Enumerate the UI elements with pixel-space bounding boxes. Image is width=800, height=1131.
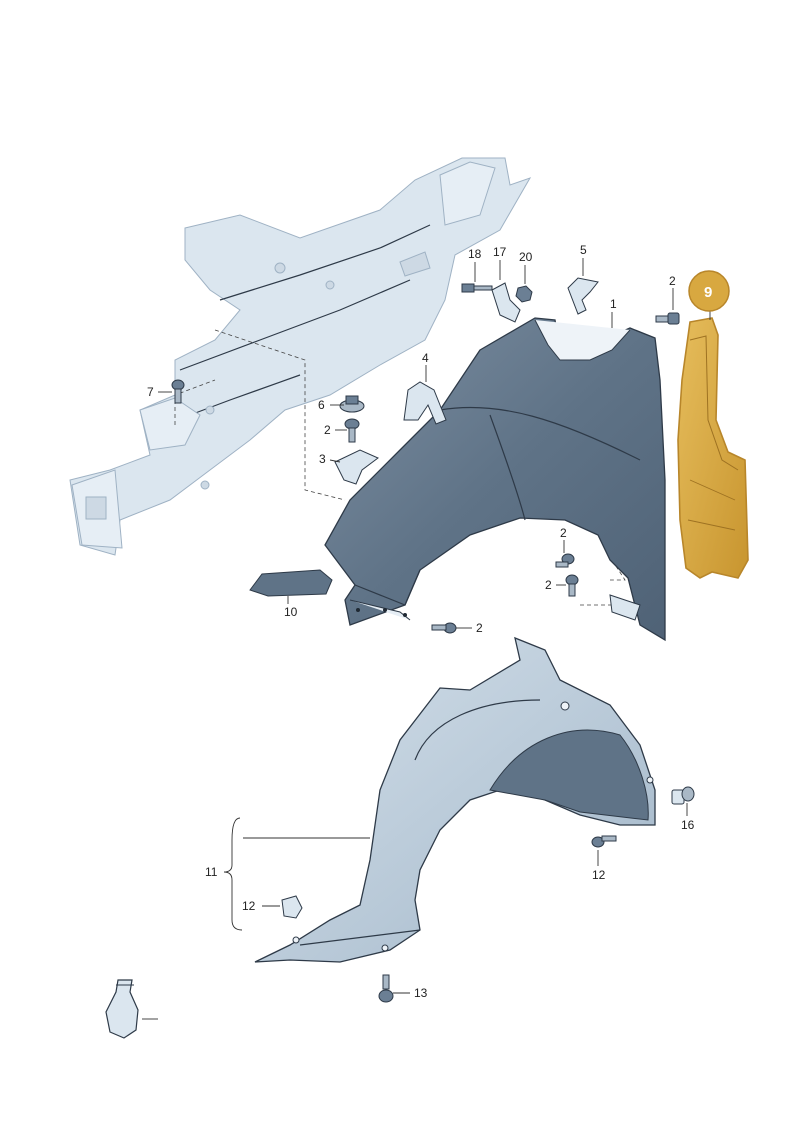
highlight-badge[interactable]	[688, 270, 730, 312]
fender-part	[324, 317, 666, 642]
label-18[interactable]: 20	[519, 250, 533, 264]
bracket-16	[491, 282, 521, 323]
bolt-17	[461, 283, 493, 293]
label-2d[interactable]: 2	[545, 578, 552, 592]
label-1[interactable]: 1	[610, 297, 617, 311]
screw-12-right	[591, 835, 617, 848]
label-8[interactable]: 9	[704, 284, 712, 301]
label-12a[interactable]: 12	[592, 868, 606, 882]
bag-20	[105, 979, 139, 1039]
label-13[interactable]: 16	[681, 818, 695, 832]
wheel-housing-liner-part	[254, 636, 656, 963]
fender-seal-part	[677, 317, 749, 579]
label-9[interactable]: 10	[284, 605, 298, 619]
label-5[interactable]: 5	[580, 243, 587, 257]
bolt-7	[171, 379, 185, 404]
bolt-2-bottom	[431, 622, 457, 634]
label-12b[interactable]: 13	[414, 986, 428, 1000]
bracket-3	[334, 449, 379, 485]
body-frame	[69, 157, 532, 556]
rivet-13	[671, 786, 695, 805]
leader-lines	[142, 258, 711, 1020]
label-4[interactable]: 4	[422, 351, 429, 365]
label-2b[interactable]: 2	[324, 423, 331, 437]
label-2a[interactable]: 2	[669, 274, 676, 288]
bolt-2-top	[655, 312, 680, 325]
bolt-2-left	[344, 418, 360, 443]
label-7[interactable]: 7	[147, 385, 154, 399]
nut-18	[515, 285, 533, 303]
label-11[interactable]: 12	[242, 899, 256, 913]
label-6[interactable]: 6	[318, 398, 325, 412]
bolt-2-mid-a	[555, 553, 575, 568]
label-10[interactable]: 11	[205, 865, 218, 879]
label-2e[interactable]: 2	[476, 621, 483, 635]
label-3[interactable]: 3	[319, 452, 326, 466]
bolt-2-mid-b	[565, 574, 579, 597]
nut-6	[339, 395, 365, 413]
label-2c[interactable]: 2	[560, 526, 567, 540]
bracket-5	[567, 277, 599, 315]
clip-nut-11	[281, 895, 303, 919]
screw-12-bottom	[378, 974, 394, 1003]
label-16[interactable]: 17	[493, 245, 507, 259]
part-labels: 18 17 20 5 1 2 9 4 6 2 3 7 10 2 2 2 16 1…	[147, 243, 712, 1000]
label-17[interactable]: 18	[468, 247, 482, 261]
bracket-4	[403, 381, 447, 425]
bracket-9	[249, 569, 333, 597]
